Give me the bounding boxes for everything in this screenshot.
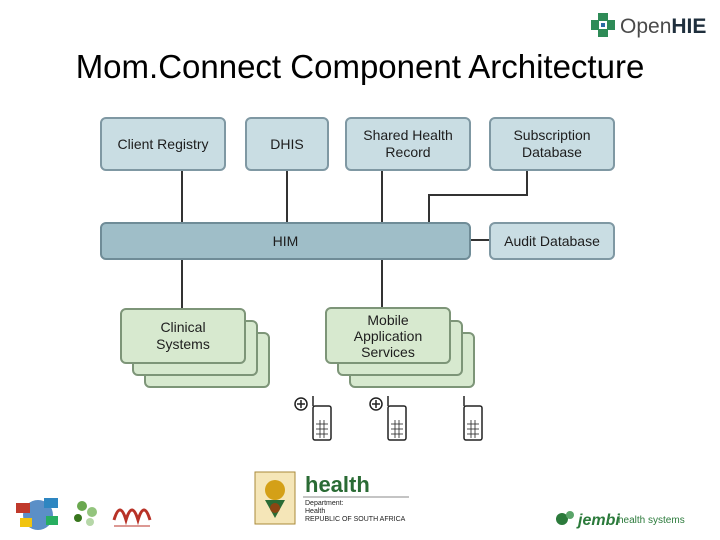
phone-icon	[369, 396, 407, 441]
jembi-mark-icon	[556, 511, 574, 525]
subscription-database-label: Subscription Database	[513, 127, 591, 160]
partner-hisp-logo	[112, 508, 152, 527]
connector-subscription-down	[526, 171, 528, 195]
openhie-logo-text: OpenHIE	[620, 15, 707, 38]
connector-subscription-him	[428, 194, 430, 223]
audit-database-box: Audit Database	[489, 222, 615, 260]
connector-shr-him	[381, 171, 383, 223]
partner-flags-logo	[16, 498, 58, 530]
clinical-systems-label: Clinical Systems	[156, 319, 210, 352]
shared-health-record-label: Shared Health Record	[363, 127, 453, 160]
connector-dhis-him	[286, 171, 288, 223]
connector-subscription-horizontal	[428, 194, 528, 196]
shared-health-record-box: Shared Health Record	[345, 117, 471, 171]
him-label: HIM	[272, 232, 299, 249]
connector-client-registry-him	[181, 171, 183, 223]
clinical-systems-box: Clinical Systems	[120, 308, 246, 364]
mobile-application-services-label: Mobile Application Services	[353, 311, 423, 360]
connector-him-clinical	[181, 260, 183, 310]
health-dept-text: Department: Health REPUBLIC OF SOUTH AFR…	[305, 500, 406, 523]
him-bar: HIM	[100, 222, 471, 260]
openhie-logo: OpenHIE	[588, 10, 716, 44]
page-title: Mom.Connect Component Architecture	[75, 48, 645, 85]
client-registry-label: Client Registry	[117, 135, 209, 152]
south-africa-coat-of-arms-logo	[254, 471, 296, 525]
openhie-cross-icon	[591, 13, 615, 37]
audit-database-label: Audit Database	[504, 232, 600, 249]
dhis-box: DHIS	[245, 117, 329, 171]
client-registry-box: Client Registry	[100, 117, 226, 171]
jembi-logo-text: jembi	[578, 512, 620, 529]
mobile-application-services-box: Mobile Application Services	[325, 307, 451, 364]
connector-him-mobile	[381, 260, 383, 308]
subscription-database-box: Subscription Database	[489, 117, 615, 171]
connector-him-audit	[470, 239, 490, 241]
health-logo-text: health	[305, 472, 370, 497]
phone-icon	[294, 396, 332, 441]
phone-icon	[463, 396, 483, 441]
partner-figures-logo	[74, 501, 97, 526]
dhis-label: DHIS	[270, 135, 304, 152]
jembi-sub-text: health systems	[618, 515, 685, 526]
